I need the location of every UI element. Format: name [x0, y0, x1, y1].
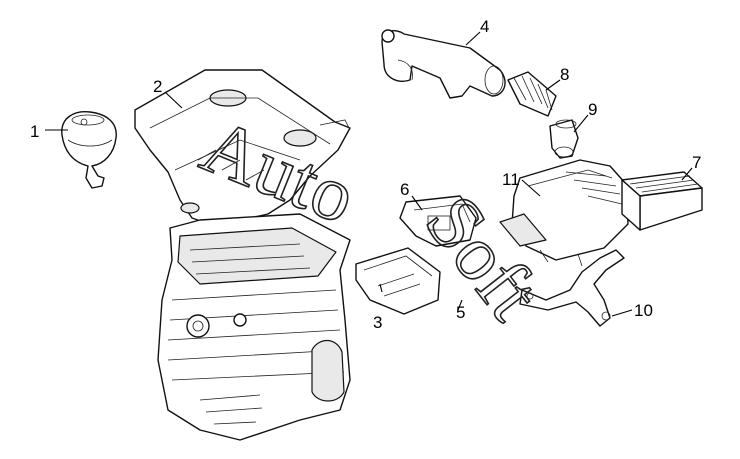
part-8-bellows-hose — [507, 71, 557, 117]
callout-4: 4 — [480, 17, 489, 36]
callout-labels: 1 2 3 4 5 6 7 8 9 10 11 — [30, 17, 701, 332]
engine-block — [157, 213, 351, 441]
part-10-bracket — [519, 249, 625, 327]
part-4-intake-duct — [381, 29, 506, 99]
leader-lines — [45, 31, 693, 317]
callout-1: 1 — [30, 122, 39, 141]
callout-6: 6 — [400, 180, 409, 199]
part-9-elbow — [549, 119, 579, 159]
callout-7: 7 — [692, 153, 701, 172]
callout-5: 5 — [456, 303, 465, 322]
callout-8: 8 — [560, 65, 569, 84]
callout-2: 2 — [153, 77, 162, 96]
part-7-filter-element — [621, 171, 703, 231]
callout-3: 3 — [373, 313, 382, 332]
callout-11: 11 — [502, 170, 520, 189]
part-11-air-filter-housing — [499, 159, 629, 267]
part-3-5-support — [355, 247, 441, 315]
callout-9: 9 — [588, 100, 597, 119]
part-1-reservoir — [61, 111, 117, 189]
part-2-engine-cover — [134, 69, 351, 227]
part-6-support — [399, 195, 477, 247]
callout-10: 10 — [634, 301, 653, 320]
